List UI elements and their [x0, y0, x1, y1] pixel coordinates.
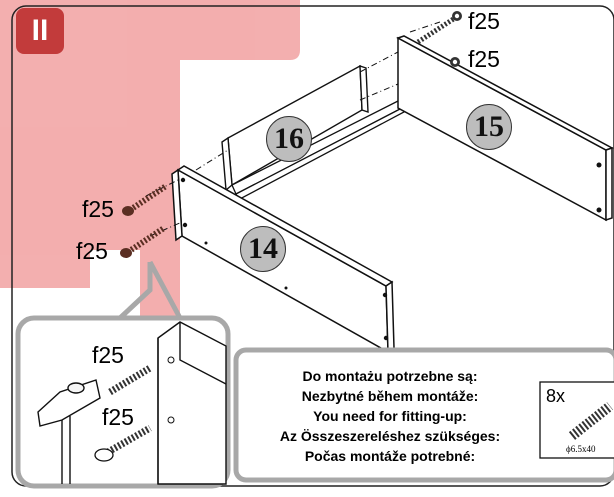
hardware-quantity: 8x — [546, 386, 566, 406]
hole — [596, 207, 602, 213]
hole — [382, 292, 388, 298]
fastener-label: f25 — [76, 238, 108, 264]
hole — [284, 286, 288, 290]
parts-note-frame — [233, 347, 614, 483]
fastener-label: f25 — [102, 404, 134, 430]
screw-top — [416, 11, 462, 45]
part-number-16: 16 — [266, 116, 312, 162]
hole — [180, 177, 186, 183]
parts-note: Do montażu potrzebne są: Nezbytné během … — [244, 356, 536, 476]
note-line-sk: Počas montáže potrebné: — [304, 448, 476, 464]
note-line-pl: Do montażu potrzebne są: — [302, 368, 478, 384]
hole — [596, 162, 602, 168]
hardware-box — [539, 381, 614, 459]
hardware-size: ϕ6.5x40 — [566, 444, 596, 454]
screw-left-1 — [122, 183, 168, 216]
detail-hole — [167, 356, 175, 364]
fastener-label: f25 — [468, 8, 500, 34]
hole — [383, 335, 389, 341]
screw-left-2 — [120, 225, 166, 258]
hole — [182, 222, 188, 228]
part-number-15: 15 — [466, 104, 512, 150]
hole — [204, 241, 208, 245]
note-line-en: You need for fitting-up: — [313, 408, 467, 424]
note-line-hu: Az Összeszereléshez szükséges: — [279, 428, 501, 444]
note-line-cz: Nezbytné během montáže: — [301, 388, 479, 404]
hardware-screw-icon — [568, 402, 614, 440]
fastener-label: f25 — [82, 196, 114, 222]
fastener-label: f25 — [468, 46, 500, 72]
detail-screw-2 — [94, 424, 152, 462]
part-number-14: 14 — [240, 226, 286, 272]
red-watermark — [0, 0, 300, 360]
screw-cam — [450, 57, 460, 67]
hex-key-tool — [37, 379, 101, 484]
step-number-badge: II — [16, 8, 64, 54]
outer-frame — [11, 5, 614, 487]
detail-drawing — [157, 321, 227, 485]
detail-hole — [167, 416, 175, 424]
fastener-label: f25 — [92, 342, 124, 368]
